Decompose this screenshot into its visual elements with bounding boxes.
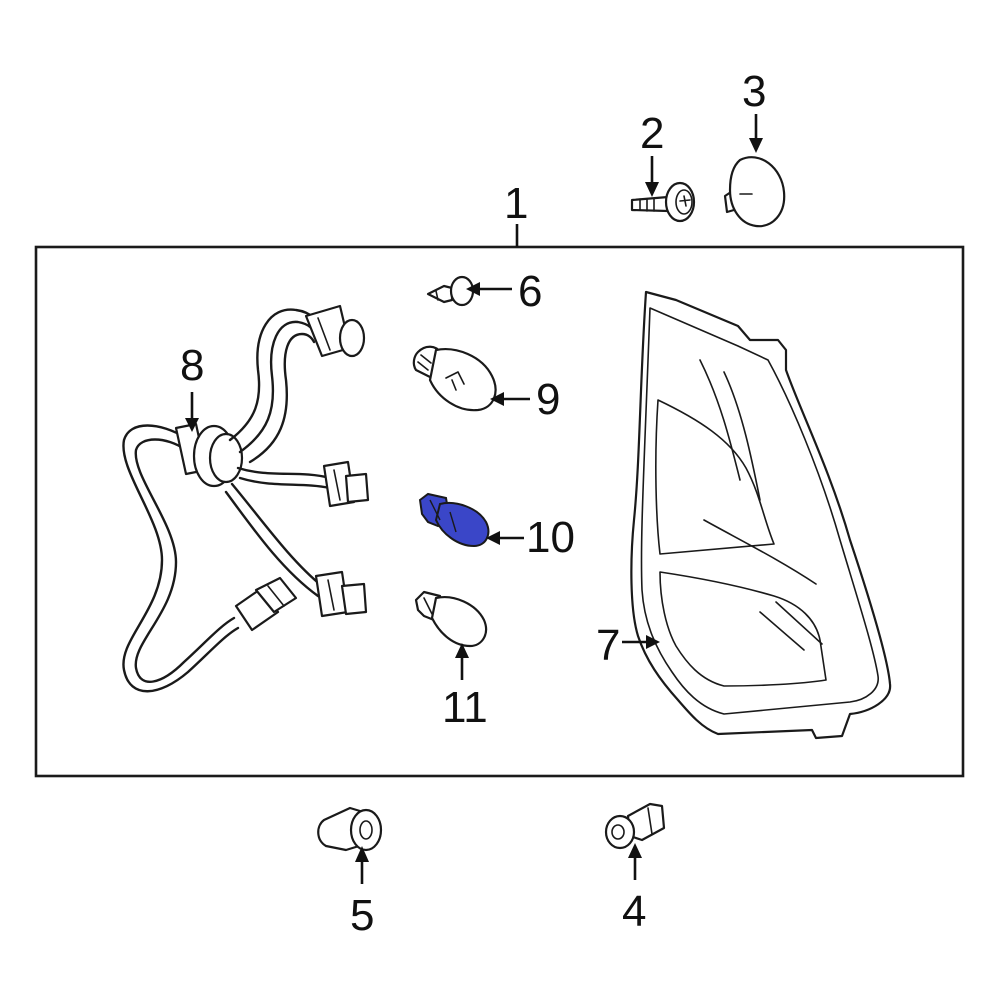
- wedge-bulb-glass: [434, 502, 490, 548]
- wiring-harness-part-8: [122, 304, 370, 693]
- cap-part-3: [723, 156, 786, 228]
- callout-7: 7: [596, 621, 620, 670]
- callout-8: 8: [180, 341, 204, 390]
- wedge-bulb-part-11: [414, 590, 488, 648]
- callout-9: 9: [536, 375, 560, 424]
- screw-part-2: [630, 181, 696, 223]
- callout-6: 6: [518, 267, 542, 316]
- bulb-part-9: [412, 345, 497, 412]
- wedge-bulb-part-10: [418, 492, 490, 548]
- clip-part-6: [426, 275, 475, 307]
- callout-5: 5: [350, 891, 374, 940]
- callout-3: 3: [742, 67, 766, 116]
- assembly-frame: [34, 245, 965, 778]
- push-clip-part-4: [604, 802, 666, 850]
- callout-1: 1: [504, 179, 528, 228]
- callout-10: 10: [526, 513, 575, 562]
- nut-part-5: [317, 806, 383, 852]
- callout-4: 4: [622, 887, 646, 936]
- callout-11: 11: [442, 683, 488, 732]
- callout-2: 2: [640, 109, 664, 158]
- tail-lamp-part-7: [630, 290, 892, 740]
